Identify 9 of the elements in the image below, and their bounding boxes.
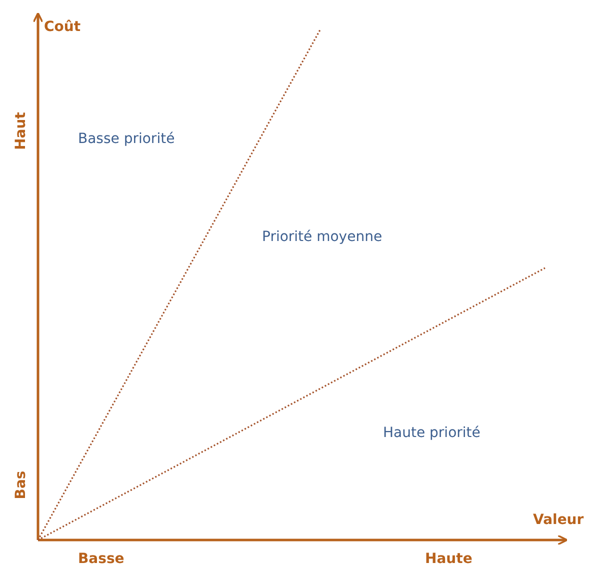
axis-label: Valeur <box>533 512 584 528</box>
axis-label: Haute <box>425 551 472 567</box>
region-label: Priorité moyenne <box>262 229 382 245</box>
axis-label: Bas <box>13 470 29 500</box>
region-label: Basse priorité <box>78 131 175 147</box>
axis-label: Coût <box>44 19 81 35</box>
region-label: Haute priorité <box>383 425 480 441</box>
axis-label: Basse <box>78 551 124 567</box>
axis-label: Haut <box>13 112 29 150</box>
